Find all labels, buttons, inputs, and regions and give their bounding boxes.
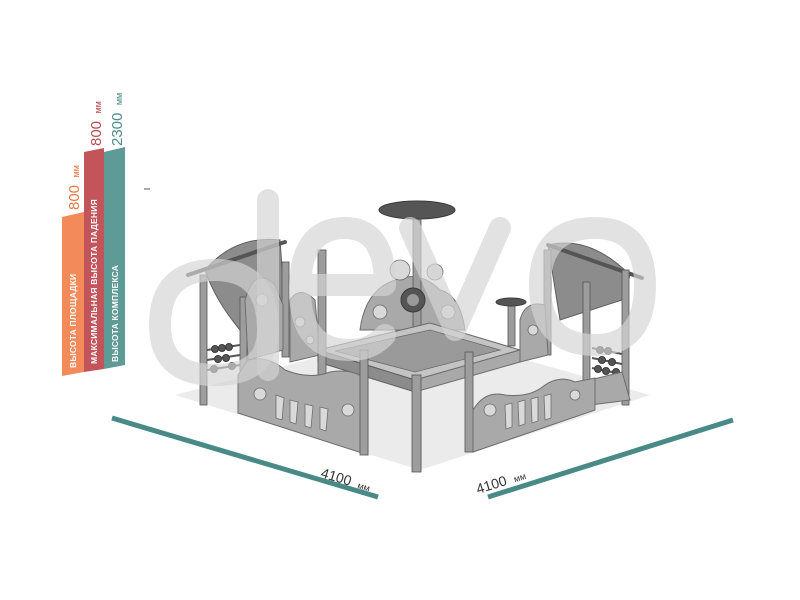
round-seat [495,297,527,347]
fall-height-value: 800 мм [88,101,105,146]
right-inner-post [464,351,474,453]
length-dimension-label: 4100 мм [319,465,373,496]
dimension-width: 4100 мм [474,417,734,500]
platform-height-bar-shape [62,212,84,376]
total-height-value: 2300 мм [109,93,126,146]
width-dimension-line [487,417,734,500]
front-left-fence [237,349,369,456]
devo-watermark [149,189,656,386]
total-height-label: ВЫСОТА КОМПЛЕКСА [110,265,120,362]
steering-wheel [400,287,426,313]
fall-height-bar-shape [84,148,104,372]
fall-height-bar: МАКСИМАЛЬНАЯ ВЫСОТА ПАДЕНИЯ 800 мм [84,101,105,372]
total-height-bar-shape [104,147,125,369]
front-center-post [411,374,422,473]
length-dimension-line [111,415,379,500]
height-legend: ВЫСОТА ПЛОЩАДКИ 800 мм МАКСИМАЛЬНАЯ ВЫСО… [62,93,126,376]
total-height-bar: ВЫСОТА КОМПЛЕКСА 2300 мм [104,93,126,369]
platform-height-label: ВЫСОТА ПЛОЩАДКИ [68,274,78,368]
platform-height-bar: ВЫСОТА ПЛОЩАДКИ 800 мм [62,165,84,376]
left-inner-post [317,249,327,386]
platform-height-value: 800 мм [66,165,83,210]
front-right-fence [472,377,596,453]
fall-height-label: МАКСИМАЛЬНАЯ ВЫСОТА ПАДЕНИЯ [89,199,99,364]
round-table-top [378,200,456,220]
